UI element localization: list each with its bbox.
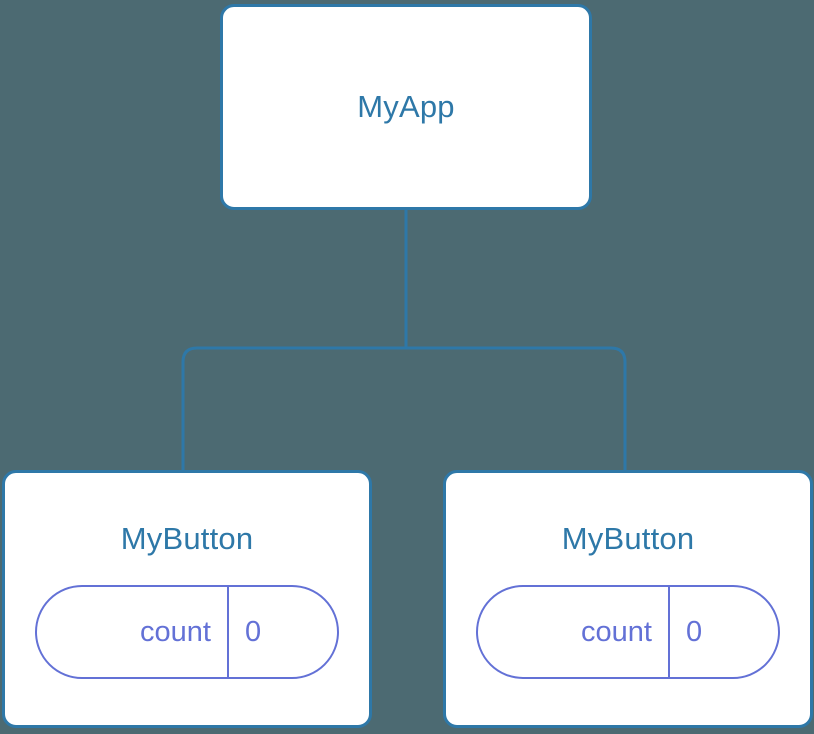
state-pill-value: 0 — [227, 587, 337, 677]
state-pill-key: count — [37, 587, 227, 677]
node-title: MyApp — [357, 89, 455, 124]
state-pill[interactable]: count 0 — [476, 585, 780, 679]
node-title: MyButton — [561, 521, 695, 556]
node-title: MyButton — [120, 521, 254, 556]
tree-node-root[interactable]: MyApp — [220, 4, 592, 210]
state-key-label: count — [581, 615, 652, 648]
state-value-label: 0 — [245, 615, 262, 648]
state-value-label: 0 — [686, 615, 703, 648]
edge-split-bar — [181, 346, 627, 472]
tree-node-child-1[interactable]: MyButton count 0 — [443, 470, 813, 728]
state-pill-value: 0 — [668, 587, 778, 677]
tree-node-child-0[interactable]: MyButton count 0 — [2, 470, 372, 728]
state-pill[interactable]: count 0 — [35, 585, 339, 679]
state-pill-key: count — [478, 587, 668, 677]
state-key-label: count — [140, 615, 211, 648]
